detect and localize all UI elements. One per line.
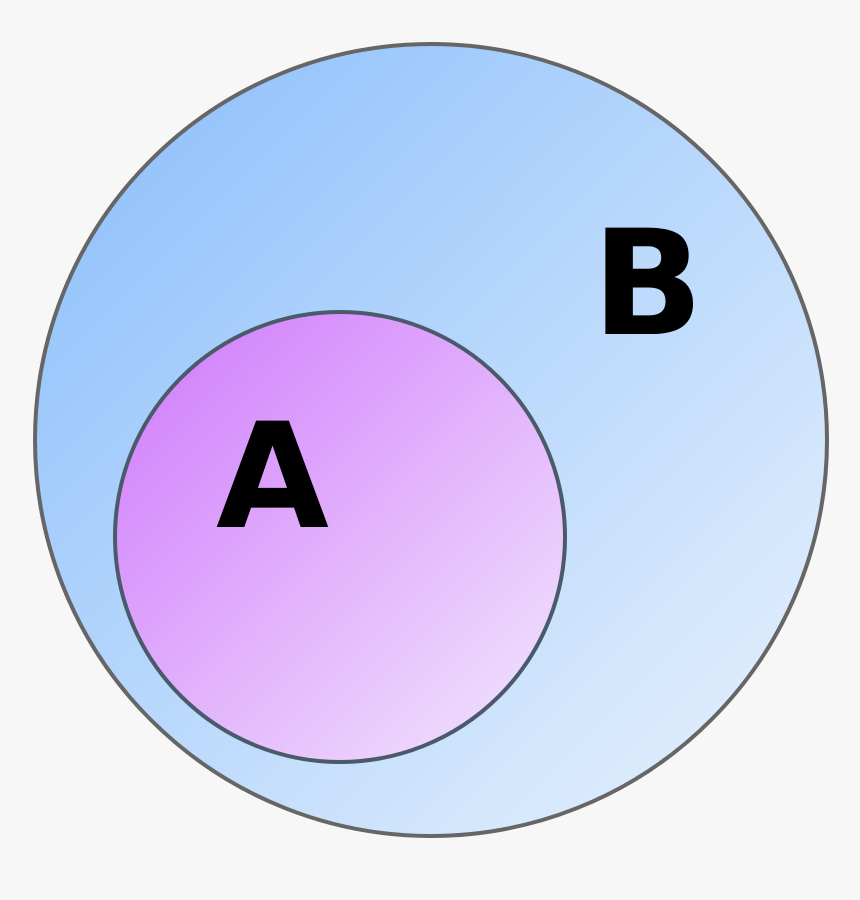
set-b-label: B bbox=[592, 199, 703, 369]
set-a-label: A bbox=[216, 392, 329, 562]
set-a-circle bbox=[113, 310, 567, 764]
